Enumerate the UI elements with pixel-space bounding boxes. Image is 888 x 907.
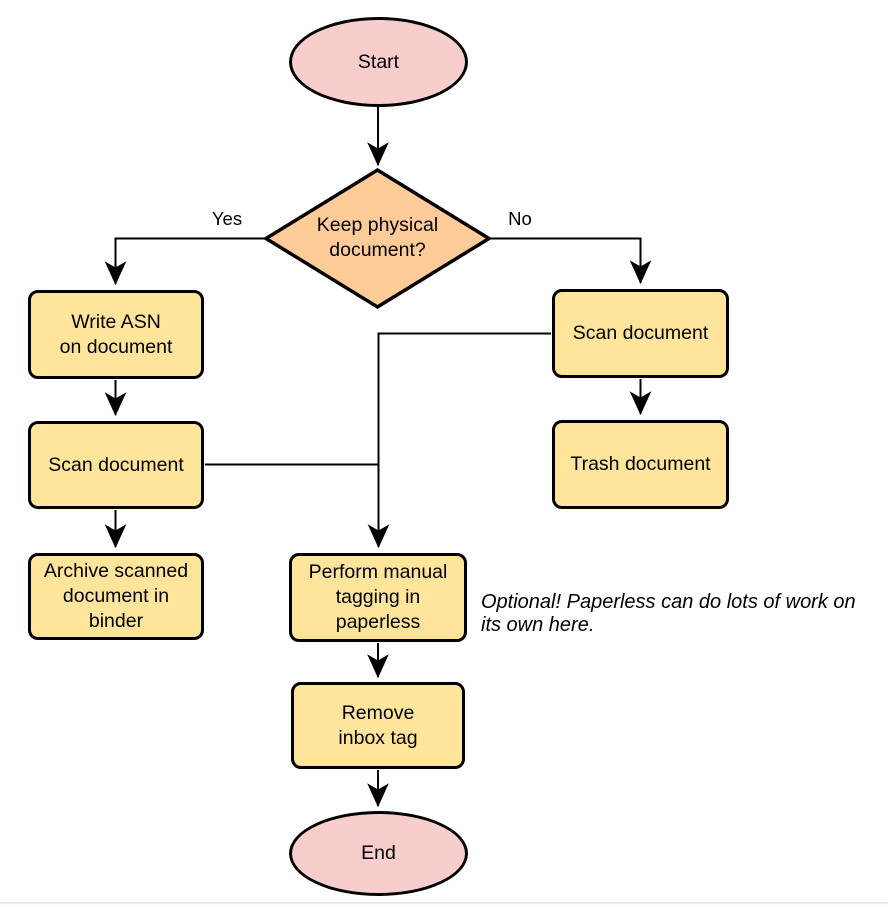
- node-label: Scan document: [48, 453, 184, 476]
- node-archive-binder: Archive scanned document in binder: [28, 553, 204, 640]
- edge-decision-write-asn: [104, 237, 265, 286]
- node-trash-document: Trash document: [552, 420, 729, 509]
- bottom-divider: [0, 902, 888, 904]
- edge-label-no: No: [500, 208, 540, 230]
- node-decision-label: Keep physical document?: [316, 214, 439, 261]
- node-label: End: [361, 842, 396, 865]
- node-label: Write ASN on document: [59, 310, 173, 358]
- node-label: Archive scanned document in binder: [43, 560, 189, 632]
- node-label: Remove inbox tag: [338, 701, 418, 749]
- node-label: Scan document: [572, 322, 709, 345]
- node-scan-document-left: Scan document: [28, 421, 204, 509]
- node-remove-inbox-tag: Remove inbox tag: [291, 682, 465, 769]
- edge-decision-scan-right: [490, 237, 652, 285]
- annotation-note: Optional! Paperless can do lots of work …: [481, 591, 856, 637]
- node-label: Start: [357, 50, 400, 73]
- node-decision-keep-physical: [262, 167, 493, 310]
- node-manual-tagging: Perform manual tagging in paperless: [289, 553, 467, 642]
- node-start: Start: [289, 17, 468, 107]
- node-scan-document-right: Scan document: [552, 289, 729, 378]
- node-label: Trash document: [570, 453, 711, 476]
- node-end: End: [289, 811, 468, 896]
- node-label: Perform manual tagging in paperless: [308, 561, 448, 633]
- edge-scan-right-tagging: [367, 332, 551, 549]
- node-write-asn: Write ASN on document: [28, 290, 204, 379]
- edge-label-yes: Yes: [203, 208, 251, 230]
- bottom-strip: [0, 904, 888, 907]
